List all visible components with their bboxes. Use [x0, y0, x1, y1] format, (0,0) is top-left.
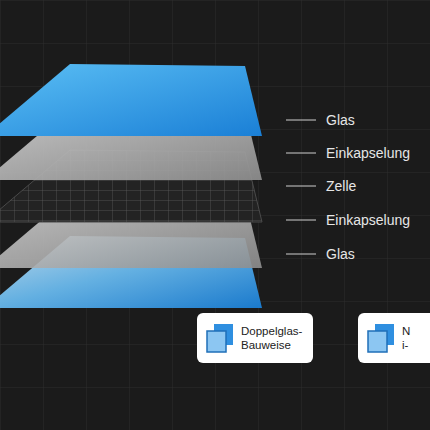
- card-text: Doppelglas- Bauweise: [241, 324, 301, 353]
- feature-card: N i-: [358, 313, 430, 363]
- feature-card: Doppelglas- Bauweise: [197, 313, 313, 363]
- layer-label: Glas: [326, 247, 355, 261]
- card-text: N i-: [402, 324, 416, 353]
- layer-label: Einkapselung: [326, 146, 410, 160]
- layer-label: Einkapselung: [326, 213, 410, 227]
- layer-label: Glas: [326, 113, 355, 127]
- layer-icon: [205, 323, 235, 353]
- layer-label: Zelle: [326, 179, 356, 193]
- layer-icon: [366, 323, 396, 353]
